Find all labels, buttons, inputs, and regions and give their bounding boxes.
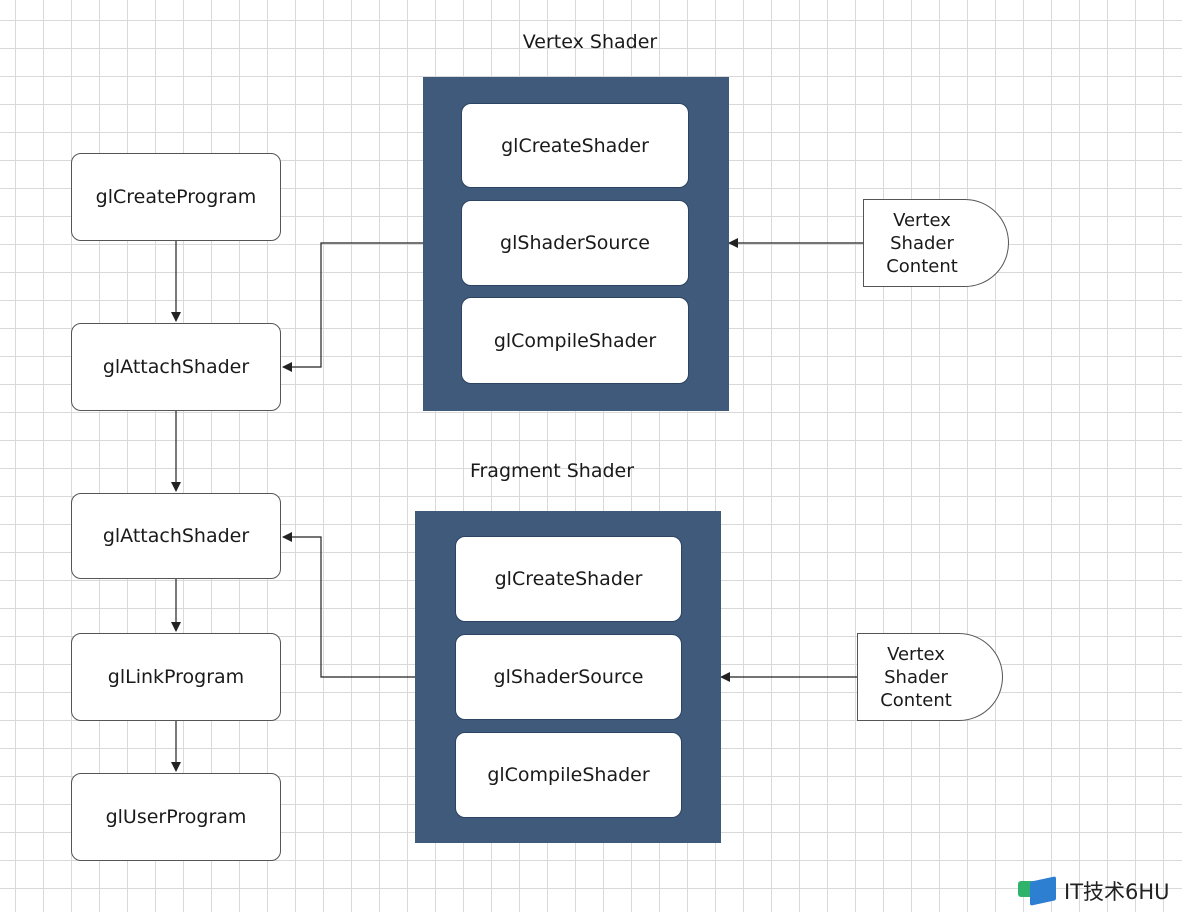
fragment-shader-group: glCreateShader glShaderSource glCompileS… [415,511,721,843]
content-line: Vertex [887,643,945,665]
vertex-create-shader-step: glCreateShader [461,103,689,188]
watermark: IT技术6HU [1018,876,1170,906]
vertex-shader-title: Vertex Shader [522,31,658,53]
gl-attach-shader-step-fragment: glAttachShader [71,493,281,579]
fragment-compile-shader-step: glCompileShader [455,732,682,818]
content-line: Content [880,689,952,711]
step-label: glAttachShader [102,525,250,547]
step-label: glCreateProgram [95,186,257,208]
gl-user-program-step: glUserProgram [71,773,281,861]
vertex-shader-group: glCreateShader glShaderSource glCompileS… [423,77,729,411]
watermark-text: IT技术6HU [1064,880,1170,904]
gl-link-program-step: glLinkProgram [71,633,281,721]
step-label: glShaderSource [500,232,650,254]
vertex-shader-content-input: Vertex Shader Content [863,199,1009,287]
content-line: Content [886,255,958,277]
arrow-fragment-shader-to-attach [282,532,415,678]
gl-attach-shader-step-vertex: glAttachShader [71,323,281,411]
vertex-shader-source-step: glShaderSource [461,200,689,286]
step-label: glShaderSource [493,666,644,688]
step-label: glLinkProgram [107,666,245,688]
fragment-shader-content-input: Vertex Shader Content [857,633,1003,721]
step-label: glCompileShader [493,329,657,352]
arrow-vertex-shader-to-attach [282,242,423,372]
step-label: glCreateShader [494,568,643,590]
watermark-logo-icon [1018,876,1058,906]
fragment-shader-title: Fragment Shader [469,460,635,482]
vertex-compile-shader-step: glCompileShader [461,297,689,384]
step-label: glUserProgram [105,806,247,828]
fragment-shader-source-step: glShaderSource [455,634,682,720]
content-line: Shader [884,666,948,688]
step-label: glCompileShader [487,764,650,786]
step-label: glCreateShader [501,134,649,157]
fragment-create-shader-step: glCreateShader [455,536,682,622]
gl-create-program-step: glCreateProgram [71,153,281,241]
content-line: Shader [890,232,954,254]
content-line: Vertex [893,209,951,231]
step-label: glAttachShader [102,356,250,378]
